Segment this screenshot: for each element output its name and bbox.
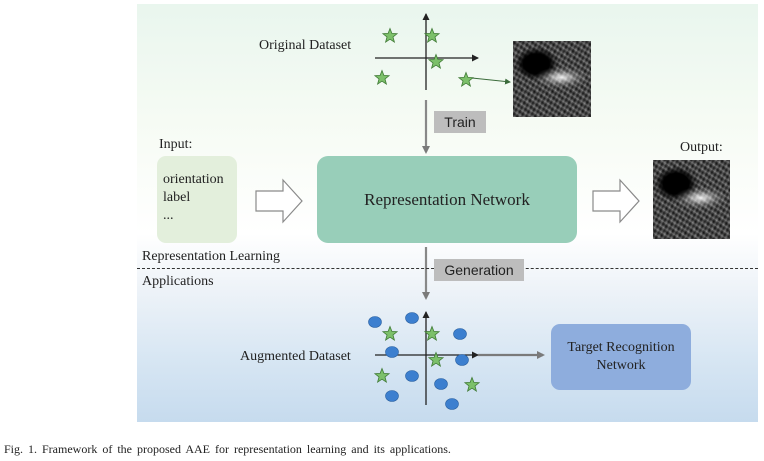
dot-marker (385, 390, 399, 402)
input-label-item: label (163, 190, 191, 205)
dot-marker (368, 316, 382, 328)
star-marker (373, 367, 391, 384)
dot-marker (405, 370, 419, 382)
input-label: Input: (159, 137, 193, 152)
augmented-dataset-label: Augmented Dataset (240, 349, 351, 364)
star-marker (463, 376, 481, 393)
target-recognition-line1: Target Recognition (567, 340, 675, 355)
representation-network-box: Representation Network (317, 156, 577, 243)
original-sample-image (513, 41, 591, 117)
original-dataset-stars (373, 27, 475, 88)
dot-marker (434, 378, 448, 390)
target-recognition-box: Target Recognition Network (551, 324, 691, 390)
dot-marker (453, 328, 467, 340)
dot-marker (455, 354, 469, 366)
dot-marker (445, 398, 459, 410)
star-marker (457, 71, 475, 88)
dot-marker (385, 346, 399, 358)
figure-caption: Fig. 1. Framework of the proposed AAE fo… (4, 442, 451, 456)
original-dataset-label: Original Dataset (259, 38, 352, 53)
sample-pointer-arrow (471, 77, 511, 85)
augmented-dataset-dots (368, 312, 469, 410)
star-marker (381, 27, 399, 44)
input-flow-arrow (255, 178, 303, 224)
star-marker (423, 27, 441, 44)
original-dataset-axes (375, 13, 479, 90)
applications-label: Applications (142, 274, 214, 289)
output-sample-image (653, 160, 730, 239)
input-box: orientation label ... (157, 156, 237, 243)
generation-tag: Generation (434, 259, 524, 281)
representation-network-label: Representation Network (364, 189, 530, 209)
input-ellipsis: ... (163, 208, 174, 223)
output-label: Output: (680, 140, 723, 155)
train-tag: Train (434, 111, 486, 133)
star-marker (427, 351, 445, 368)
star-marker (423, 325, 441, 342)
target-recognition-line2: Network (596, 358, 646, 373)
output-flow-arrow (592, 178, 640, 224)
star-marker (427, 53, 445, 70)
star-marker (381, 325, 399, 342)
representation-learning-label: Representation Learning (142, 249, 281, 264)
dot-marker (405, 312, 419, 324)
augmented-dataset-stars (373, 325, 481, 393)
star-marker (373, 69, 391, 86)
input-orientation: orientation (163, 172, 224, 187)
